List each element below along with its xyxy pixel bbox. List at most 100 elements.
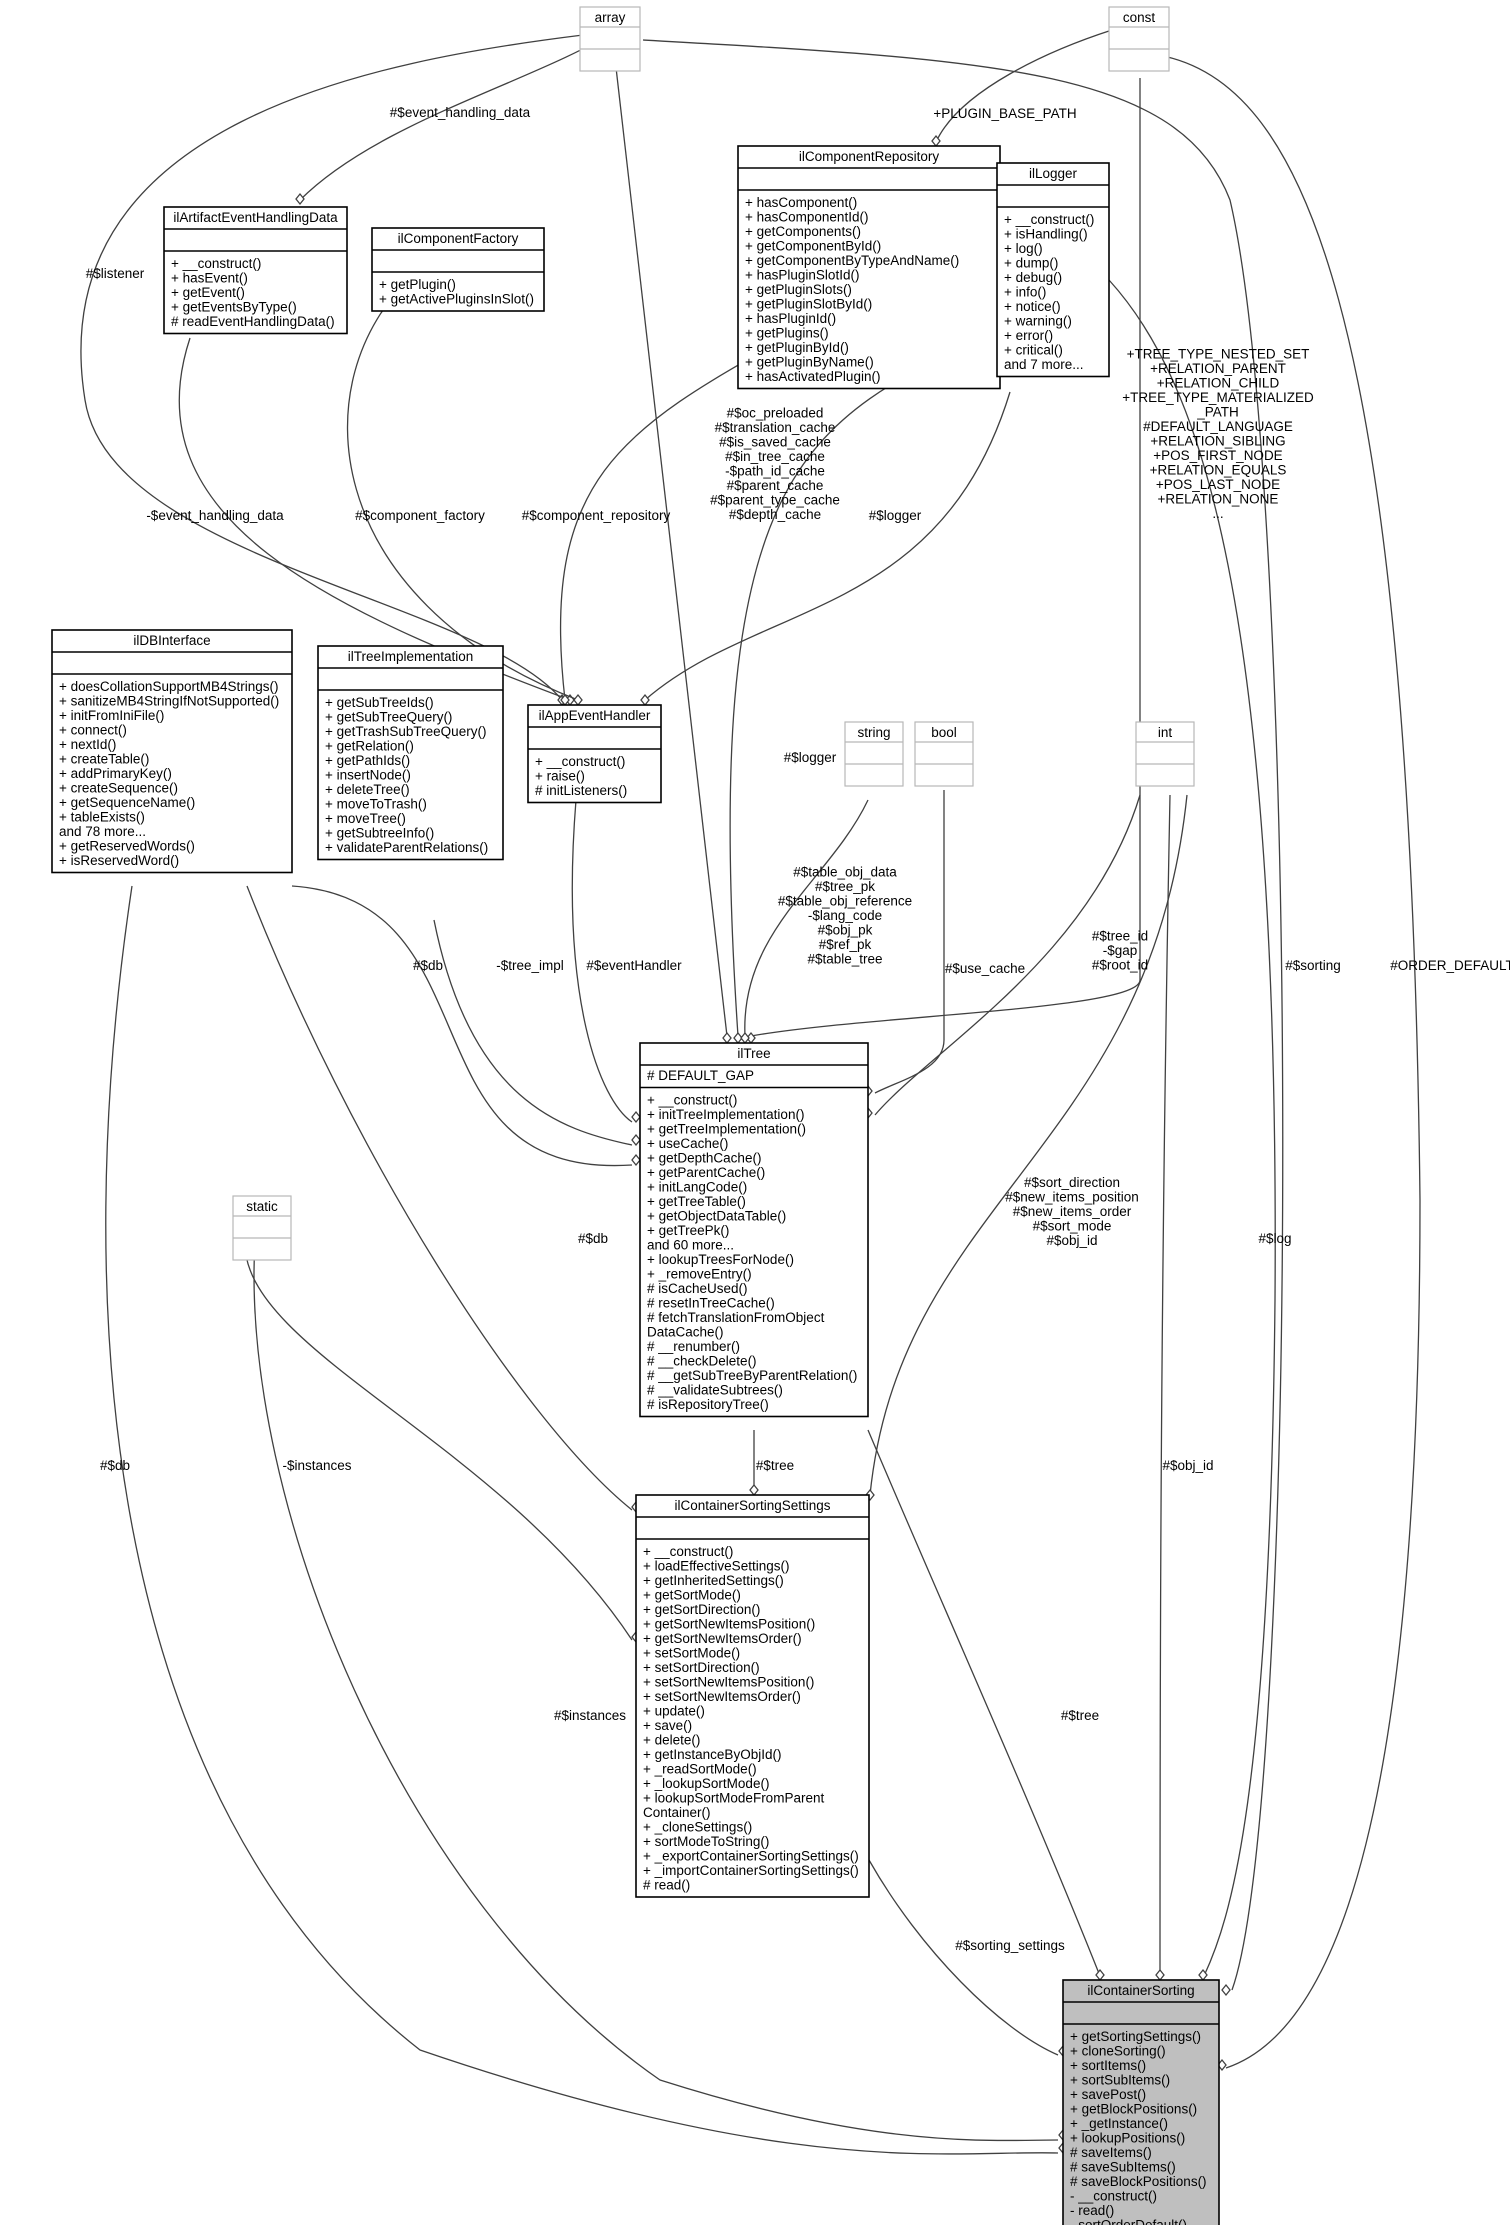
edge-label-component-repository: #$component_repository	[522, 508, 671, 523]
edge-line	[1108, 279, 1276, 1977]
class-box	[317, 645, 504, 861]
edge-line	[935, 29, 1113, 143]
edge-label-tree-ids: #$tree_id-$gap#$root_id	[1092, 929, 1148, 973]
class-method: + getDepthCache()	[647, 1151, 761, 1166]
class-method: + error()	[1004, 328, 1053, 343]
class-method: + isHandling()	[1004, 227, 1088, 242]
class-name: ilArtifactEventHandlingData	[173, 210, 338, 225]
edge-label-line: #$table_obj_data	[793, 865, 897, 880]
class-method: + debug()	[1004, 270, 1062, 285]
edge-label-line: #$tree	[756, 1458, 794, 1473]
class-method: + getComponentByTypeAndName()	[745, 253, 959, 268]
class-method: + getReservedWords()	[59, 839, 195, 854]
class-static[interactable]: static	[232, 1195, 292, 1261]
class-il-component-repository[interactable]: ilComponentRepository+ hasComponent()+ h…	[737, 145, 1001, 390]
class-method: # saveSubItems()	[1070, 2160, 1176, 2175]
edge-label-obj-id: #$obj_id	[1162, 1458, 1213, 1473]
class-method: + hasComponent()	[745, 195, 857, 210]
edge-int-to-settings	[865, 794, 1188, 1502]
edge-label-line: #$obj_pk	[818, 923, 873, 938]
edge-string-to-tree	[740, 799, 869, 1045]
edge-factory-to-handler	[346, 274, 583, 707]
class-const[interactable]: const	[1108, 6, 1170, 72]
edge-label-line: #$obj_id	[1046, 1233, 1097, 1248]
edge-int-to-tree	[863, 794, 1141, 1120]
class-method: + initLangCode()	[647, 1180, 747, 1195]
aggregation-diamond	[631, 1133, 641, 1147]
class-il-tree-implementation[interactable]: ilTreeImplementation+ getSubTreeIds()+ g…	[317, 645, 504, 861]
class-method: + connect()	[59, 723, 127, 738]
class-method: + getPluginById()	[745, 340, 849, 355]
edge-label-line: #$tree_pk	[815, 879, 875, 894]
class-il-tree[interactable]: ilTree# DEFAULT_GAP+ __construct()+ init…	[639, 1042, 869, 1418]
class-method: + lookupSortModeFromParent	[643, 1791, 824, 1806]
class-method: DataCache()	[647, 1325, 724, 1340]
aggregation-diamond	[1198, 1968, 1208, 1982]
class-method: and 78 more...	[59, 824, 146, 839]
edge-array-to-tree	[613, 49, 732, 1045]
class-method: + _readSortMode()	[643, 1762, 757, 1777]
edge-line	[571, 799, 633, 1123]
class-method: + sanitizeMB4StringIfNotSupported()	[59, 694, 279, 709]
class-method: + getTrashSubTreeQuery()	[325, 724, 486, 739]
edge-line	[246, 885, 633, 1511]
edge-label-line: #$event_handling_data	[390, 105, 531, 120]
edge-label-line: #$root_id	[1092, 958, 1148, 973]
edge-label-line: #$sorting	[1285, 958, 1341, 973]
class-box	[635, 1494, 870, 1898]
edge-label-line: #$sort_direction	[1024, 1175, 1120, 1190]
class-method: + setSortNewItemsPosition()	[643, 1675, 814, 1690]
class-box	[1062, 1979, 1220, 2225]
edge-label-line: #$sort_mode	[1033, 1219, 1112, 1234]
edge-label-line: +RELATION_PARENT	[1150, 361, 1286, 376]
edge-line	[642, 39, 1284, 1991]
class-il-container-sorting-settings[interactable]: ilContainerSortingSettings+ __construct(…	[635, 1494, 870, 1898]
edge-label-tree-impl: -$tree_impl	[496, 958, 564, 973]
class-il-component-factory[interactable]: ilComponentFactory+ getPlugin()+ getActi…	[371, 227, 545, 312]
class-method: # initListeners()	[535, 783, 627, 798]
edge-label-listener: #$listener	[86, 266, 145, 281]
aggregation-diamond	[722, 1031, 732, 1045]
class-method: # resetInTreeCache()	[647, 1296, 775, 1311]
class-method: + getPluginSlotById()	[745, 297, 872, 312]
class-string[interactable]: string	[844, 721, 904, 787]
class-il-artifact-event-handling-data[interactable]: ilArtifactEventHandlingData+ __construct…	[163, 206, 348, 335]
class-method: # isCacheUsed()	[647, 1281, 748, 1296]
class-name: ilDBInterface	[133, 633, 210, 648]
class-il-app-event-handler[interactable]: ilAppEventHandler+ __construct()+ raise(…	[527, 704, 662, 804]
edge-line	[559, 335, 791, 701]
edge-line	[874, 794, 1141, 1116]
class-array[interactable]: array	[579, 6, 641, 72]
class-method: + _getInstance()	[1070, 2116, 1168, 2131]
edge-label-line: #$log	[1258, 1231, 1291, 1246]
edge-label-event-handler: #$eventHandler	[586, 958, 682, 973]
edge-line	[744, 799, 869, 1037]
class-il-logger[interactable]: ilLogger+ __construct()+ isHandling()+ l…	[996, 162, 1110, 378]
edge-line	[346, 274, 579, 701]
class-int[interactable]: int	[1135, 721, 1195, 787]
edge-labels: #$event_handling_data+PLUGIN_BASE_PATH#$…	[86, 105, 1510, 1953]
class-attribute: # DEFAULT_GAP	[647, 1068, 754, 1083]
class-il-dbinterface[interactable]: ilDBInterface+ doesCollationSupportMB4St…	[51, 629, 293, 874]
class-method: + log()	[1004, 241, 1043, 256]
edge-label-db-tree: #$db	[413, 958, 443, 973]
edge-label-line: #$instances	[554, 1708, 626, 1723]
class-il-container-sorting[interactable]: ilContainerSorting+ getSortingSettings()…	[1062, 1979, 1220, 2225]
edge-label-line: ...	[1212, 506, 1223, 521]
edge-label-line: +RELATION_CHILD	[1157, 375, 1280, 390]
class-method: + getRelation()	[325, 739, 414, 754]
aggregation-diamond	[733, 1031, 743, 1045]
class-method: + getSortingSettings()	[1070, 2029, 1201, 2044]
class-name: array	[595, 10, 626, 25]
class-method: + hasEvent()	[171, 271, 248, 286]
edge-label-line: +RELATION_EQUALS	[1150, 462, 1287, 477]
aggregation-diamond	[740, 1031, 750, 1045]
class-box	[996, 162, 1110, 378]
class-method: + getParentCache()	[647, 1165, 765, 1180]
class-bool[interactable]: bool	[914, 721, 974, 787]
edge-label-line: -$path_id_cache	[725, 463, 825, 478]
class-box	[579, 6, 641, 72]
edge-label-use-cache: #$use_cache	[945, 961, 1025, 976]
class-box	[51, 629, 293, 874]
